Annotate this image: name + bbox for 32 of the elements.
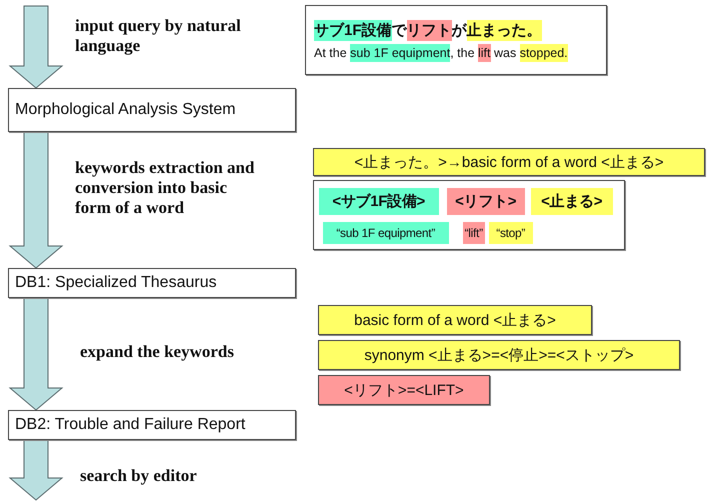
example-sentence-box: [305, 5, 607, 75]
node-text: Morphological Analysis System: [15, 101, 236, 119]
keyword-box: [318, 305, 592, 335]
node-text: <リフト>: [455, 192, 516, 211]
node-text: “sub 1F equipment”: [336, 226, 436, 240]
keyword-tag: [530, 188, 613, 215]
block-arrow: [8, 298, 64, 411]
keyword-tag: [446, 188, 525, 215]
node-text: synonym <止まる>=<停止>=<ストップ>: [364, 346, 634, 364]
node-text: “stop”: [496, 226, 526, 240]
node-text: DB1: Specialized Thesaurus: [15, 274, 217, 292]
node-text: <リフト>=<LIFT>: [344, 380, 464, 400]
block-arrow: [8, 6, 64, 89]
translation-tag: [462, 222, 485, 244]
node-text: <止まる>: [541, 192, 602, 211]
node-text: <サブ1F設備>: [332, 192, 425, 211]
node-text: DB2: Trouble and Failure Report: [15, 416, 246, 434]
process-box: [8, 268, 296, 298]
node-text: basic form of a word <止まる>: [354, 310, 556, 330]
keyword-box: [318, 375, 490, 405]
block-arrow: [8, 440, 64, 501]
process-box: [8, 410, 296, 440]
process-box: [8, 88, 296, 132]
keyword-panel: [313, 180, 625, 250]
keyword-box: [318, 340, 680, 370]
node-text: <止まった。>→basic form of a word <止まる>: [354, 152, 664, 172]
block-arrow: [8, 132, 64, 269]
node-text: “lift”: [464, 226, 483, 240]
keyword-box: [313, 148, 705, 176]
translation-tag: [488, 222, 533, 244]
translation-tag: [322, 222, 449, 244]
keyword-tag: [318, 188, 439, 215]
